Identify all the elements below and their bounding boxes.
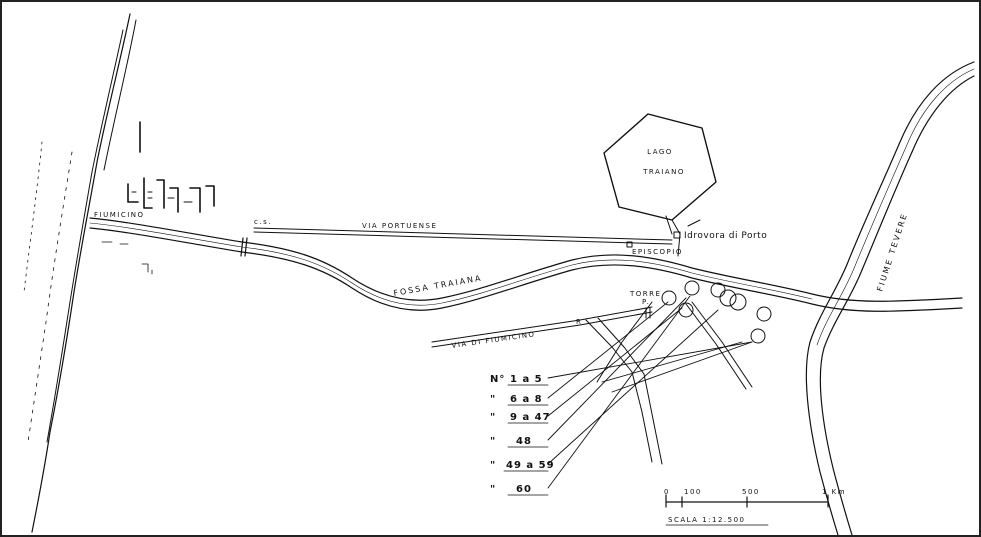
- scale-tick: 500: [742, 488, 760, 496]
- scale-tick: 0: [664, 488, 670, 496]
- idrovora-episcopio: Idrovora di Porto EPISCOPIO: [626, 231, 767, 256]
- legend-value: 60: [516, 484, 532, 495]
- find-spot: [719, 289, 737, 307]
- svg-text:R: R: [576, 318, 582, 326]
- fiume-tevere-label: FIUME TEVERE: [875, 211, 909, 292]
- lago-traiano-label-1: LAGO: [647, 148, 673, 156]
- idrovora-marker: [673, 231, 681, 239]
- via-di-fiumicino-road: VIA DI FIUMICINO R: [431, 301, 753, 465]
- fiumicino-town: FIUMICINO: [94, 121, 215, 275]
- legend-prefix: ": [490, 436, 496, 447]
- leader-lines: [547, 295, 753, 489]
- find-spot: [756, 306, 772, 322]
- legend-prefix: N°: [490, 374, 505, 385]
- fossa-traiana-label: FOSSA TRAIANA: [393, 273, 483, 298]
- find-spot: [684, 280, 700, 296]
- legend-prefix: ": [490, 460, 496, 471]
- via-portuense-road: c.s. VIA PORTUENSE: [253, 218, 673, 245]
- scale-tick: 1 Km: [822, 488, 846, 496]
- idrovora-label: Idrovora di Porto: [684, 231, 767, 241]
- torre: TORRE P.: [629, 290, 661, 319]
- find-spot: [750, 328, 766, 344]
- legend-prefix: ": [490, 484, 496, 495]
- scale-bar: 0 100 500 1 Km SCALA 1:12.500: [664, 488, 846, 526]
- fiumicino-label: FIUMICINO: [94, 211, 145, 219]
- legend-prefix: ": [490, 412, 496, 423]
- legend-value: 48: [516, 436, 532, 447]
- via-portuense-label: VIA PORTUENSE: [362, 222, 437, 230]
- torre-label-2: P.: [642, 298, 650, 306]
- legend-value: 49 a 59: [506, 460, 555, 471]
- coastline: [23, 13, 137, 533]
- lago-traiano-label-2: TRAIANO: [642, 168, 685, 176]
- legend: N° 1 a 5 " 6 a 8 " 9 a 47 " 48 " 49 a 59…: [490, 374, 555, 496]
- legend-value: 9 a 47: [510, 412, 551, 423]
- find-spot: [661, 290, 677, 306]
- legend-prefix: ": [490, 394, 496, 405]
- legend-value: 1 a 5: [510, 374, 543, 385]
- scale-tick: 100: [684, 488, 702, 496]
- find-spot: [729, 293, 747, 311]
- legend-value: 6 a 8: [510, 394, 543, 405]
- find-spot: [710, 282, 726, 298]
- scale-caption: SCALA 1:12.500: [668, 516, 746, 524]
- torre-label-1: TORRE: [629, 290, 661, 298]
- svg-text:c.s.: c.s.: [254, 218, 272, 226]
- episcopio-marker: [626, 241, 633, 248]
- episcopio-label: EPISCOPIO: [632, 248, 683, 256]
